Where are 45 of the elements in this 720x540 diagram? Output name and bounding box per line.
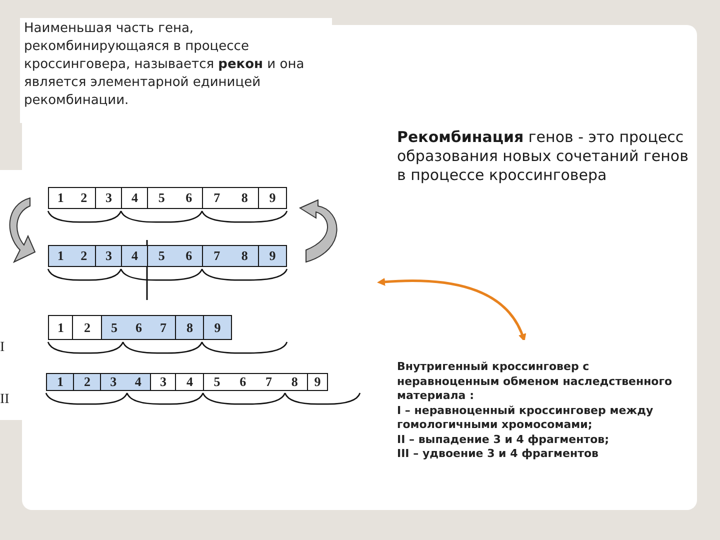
gene-number: 1: [57, 374, 64, 390]
gene-number: 5: [111, 320, 118, 336]
gene-number: 6: [240, 374, 246, 390]
gene-number: 1: [58, 320, 64, 336]
gene-number: 3: [106, 190, 112, 206]
gene-number: 1: [57, 190, 64, 206]
gene-number: 3: [106, 248, 112, 264]
gene-number: 2: [84, 320, 90, 336]
legend-text: Внутригенный кроссинговер с неравноценным обменом наследственного материала :: [397, 360, 674, 404]
gene-number: 4: [134, 374, 142, 390]
gene-number: 9: [269, 190, 276, 206]
gene-number: 1: [57, 248, 64, 264]
gene-number: 8: [241, 248, 248, 264]
gene-number: 8: [186, 320, 193, 336]
gene-number: 7: [265, 374, 272, 390]
gene-number: 6: [136, 320, 142, 336]
gene-number: 7: [214, 190, 220, 206]
gene-number: 5: [214, 374, 220, 390]
gene-number: 3: [110, 374, 117, 390]
gene-number: 7: [160, 320, 166, 336]
gene-number: 2: [84, 374, 90, 390]
gene-number: 4: [132, 190, 138, 206]
gene-number: 4: [186, 374, 193, 390]
gene-number: 9: [269, 248, 276, 264]
gene-number: 3: [160, 374, 166, 390]
definition-text: Рекомбинация генов - это процесс образования новых сочетаний генов в процессе кроссинговера: [397, 128, 690, 185]
gene-number: 5: [158, 248, 165, 264]
row-label: I: [0, 340, 5, 356]
gene-number: 9: [214, 320, 221, 336]
gene-number: 6: [186, 190, 192, 206]
gene-number: 8: [291, 374, 298, 390]
gene-number: 9: [314, 374, 321, 390]
note-text: Наименьшая часть гена, рекомбинирующаяся в процессе кроссинговера, называется рекон и она является элементарной единицей рекомбинации.: [24, 20, 306, 110]
gene-number: 6: [186, 248, 192, 264]
gene-number: 4: [132, 248, 138, 264]
gene-number: 7: [214, 248, 220, 264]
gene-number: 2: [80, 248, 88, 264]
legend-text: III – удвоение 3 и 4 фрагментов: [397, 447, 600, 462]
legend-text: II – выпадение 3 и 4 фрагментов;: [397, 432, 610, 447]
curved-arrow: [377, 278, 526, 342]
row-label: II: [0, 392, 10, 408]
gene-number: 8: [241, 190, 248, 206]
legend-text: I – неравноценный кроссинговер между гомологичными хромосомами;: [397, 404, 654, 432]
gene-number: 5: [158, 190, 165, 206]
gene-number: 2: [80, 190, 88, 206]
